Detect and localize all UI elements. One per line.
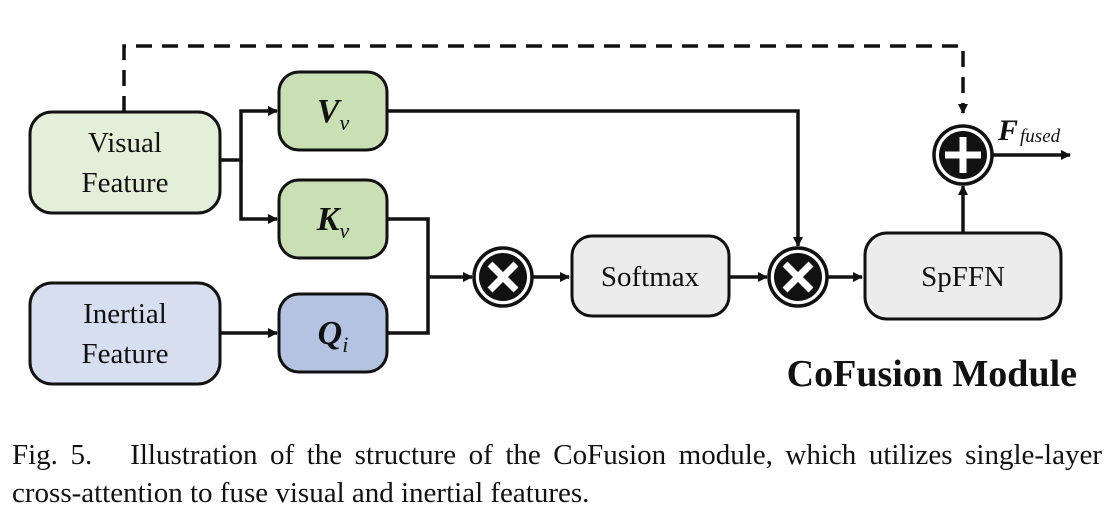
caption-text: Illustration of the structure of the CoF… xyxy=(12,439,1102,509)
caption-label: Fig. 5. xyxy=(12,439,93,471)
residual-dashed-connection xyxy=(122,44,968,114)
inertial-feature-node: Inertial Feature xyxy=(28,281,222,386)
value-subscript: v xyxy=(339,110,349,135)
spffn-label: SpFFN xyxy=(921,261,1005,293)
visual-feature-box xyxy=(28,110,222,215)
cofusion-diagram: Visual Feature Inertial Feature Vv Kv Qi xyxy=(28,44,1077,395)
key-to-multiply-line xyxy=(387,217,430,335)
key-node: Kv xyxy=(277,178,389,260)
key-subscript: v xyxy=(339,218,349,243)
key-symbol: K xyxy=(316,201,342,238)
value-symbol: V xyxy=(317,93,342,130)
output-symbol: F xyxy=(997,114,1018,147)
query-label: Qi xyxy=(318,315,349,357)
add-icon xyxy=(932,124,994,186)
value-label: Vv xyxy=(317,93,350,135)
inertial-feature-label-line2: Feature xyxy=(82,338,169,370)
visual-feature-node: Visual Feature xyxy=(28,110,222,215)
query-subscript: i xyxy=(342,332,348,357)
value-node: Vv xyxy=(277,70,389,152)
module-title: CoFusion Module xyxy=(787,353,1077,395)
output-subscript: fused xyxy=(1020,126,1061,147)
visual-to-value-arrow xyxy=(220,106,278,162)
figure-caption: Fig. 5.Illustration of the structure of … xyxy=(12,436,1102,512)
softmax-node: Softmax xyxy=(570,234,731,318)
spffn-node: SpFFN xyxy=(863,231,1063,321)
value-to-multiply-arrow xyxy=(387,109,803,247)
key-label: Kv xyxy=(316,201,350,243)
query-node: Qi xyxy=(277,292,389,374)
matmul-qk-icon xyxy=(472,246,534,308)
visual-feature-label-line2: Feature xyxy=(82,167,169,199)
visual-to-key-arrow xyxy=(239,160,278,224)
inertial-feature-label-line1: Inertial xyxy=(83,298,167,330)
matmul-attn-v-icon xyxy=(767,246,829,308)
visual-feature-label-line1: Visual xyxy=(88,127,162,159)
softmax-label: Softmax xyxy=(601,261,700,293)
query-symbol: Q xyxy=(318,315,343,352)
